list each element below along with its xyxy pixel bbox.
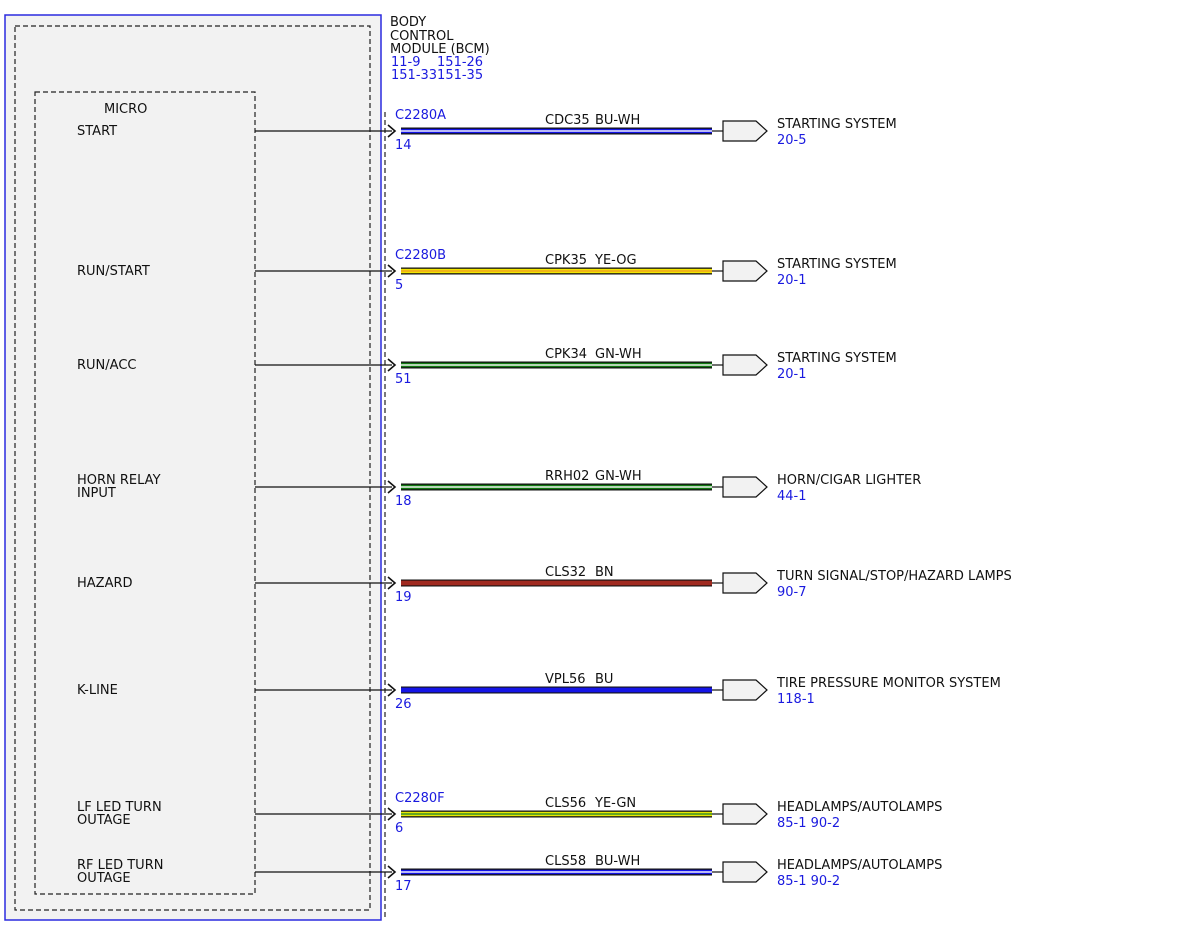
destination-flag-icon <box>722 861 768 883</box>
wire-circuit-id: CLS58 <box>545 854 586 869</box>
pin-number: 18 <box>395 494 412 509</box>
wire-stripe-color <box>401 871 712 873</box>
destination-flag-icon <box>722 120 768 142</box>
wire-solid-color <box>401 580 712 586</box>
bcm-module-box <box>4 14 382 921</box>
wire-solid-color <box>401 687 712 693</box>
destination-flag-icon <box>722 679 768 701</box>
destination-flag-icon <box>722 354 768 376</box>
destination-ref: 85-1 90-2 <box>777 816 840 831</box>
signal-label: LF LED TURN <box>77 800 162 815</box>
wire-color-code: BU-WH <box>595 113 640 128</box>
destination-title: TURN SIGNAL/STOP/HAZARD LAMPS <box>776 569 1012 584</box>
destination-title: HORN/CIGAR LIGHTER <box>777 473 921 488</box>
pin-number: 26 <box>395 697 412 712</box>
signal-label: HORN RELAY <box>77 473 161 488</box>
pin-number: 19 <box>395 590 412 605</box>
destination-title: HEADLAMPS/AUTOLAMPS <box>777 800 942 815</box>
signal-label: K-LINE <box>77 683 118 698</box>
bcm-inner-dashed-box <box>14 25 371 911</box>
destination-flag-icon <box>722 260 768 282</box>
signal-label: OUTAGE <box>77 813 131 828</box>
module-title-line-1: BODY <box>390 15 426 30</box>
destination-title: HEADLAMPS/AUTOLAMPS <box>777 858 942 873</box>
destination-title: STARTING SYSTEM <box>777 257 897 272</box>
pin-arrow-icon <box>387 865 397 879</box>
pin-arrow-icon <box>387 480 397 494</box>
wire-circuit-id: CPK35 <box>545 253 587 268</box>
destination-flag-icon <box>722 476 768 498</box>
module-title-line-3: MODULE (BCM) <box>390 42 490 57</box>
pin-arrow-icon <box>387 576 397 590</box>
wire-color-code: YE-GN <box>594 796 636 811</box>
destination-title: STARTING SYSTEM <box>777 117 897 132</box>
destination-title: STARTING SYSTEM <box>777 351 897 366</box>
pin-arrow-icon <box>387 124 397 138</box>
destination-title: TIRE PRESSURE MONITOR SYSTEM <box>776 676 1001 691</box>
module-ref-line-2: 151-33151-35 <box>391 68 483 83</box>
pin-arrow-icon <box>387 264 397 278</box>
pin-arrow-icon <box>387 683 397 697</box>
wire-color-code: GN-WH <box>595 469 642 484</box>
destination-ref: 44-1 <box>777 489 807 504</box>
wire-color-code: BU <box>595 672 613 687</box>
signal-label: HAZARD <box>77 576 133 591</box>
pin-number: 51 <box>395 372 412 387</box>
destination-ref: 118-1 <box>777 692 815 707</box>
wire-color-code: BU-WH <box>595 854 640 869</box>
destination-flag-icon <box>722 803 768 825</box>
pin-number: 17 <box>395 879 412 894</box>
wire-circuit-id: CLS32 <box>545 565 586 580</box>
destination-flag-icon <box>722 572 768 594</box>
destination-ref: 20-5 <box>777 133 807 148</box>
wire-circuit-id: RRH02 <box>545 469 589 484</box>
destination-ref: 20-1 <box>777 367 807 382</box>
wire-stripe-color <box>401 270 712 272</box>
pin-number: 5 <box>395 278 403 293</box>
wire-circuit-id: CLS56 <box>545 796 586 811</box>
signal-label: RF LED TURN <box>77 858 163 873</box>
destination-ref: 20-1 <box>777 273 807 288</box>
wire-circuit-id: CDC35 <box>545 113 590 128</box>
wire-circuit-id: VPL56 <box>545 672 586 687</box>
destination-ref: 90-7 <box>777 585 807 600</box>
pin-arrow-icon <box>387 807 397 821</box>
pin-number: 6 <box>395 821 403 836</box>
connector-id: C2280F <box>395 791 445 806</box>
wire-stripe-color <box>401 813 712 815</box>
wire-stripe-color <box>401 130 712 132</box>
signal-label: RUN/ACC <box>77 358 136 373</box>
signal-label: START <box>77 124 117 139</box>
module-title-line-2: CONTROL <box>390 29 454 44</box>
connector-id: C2280A <box>395 108 446 123</box>
wire-circuit-id: CPK34 <box>545 347 587 362</box>
wire-color-code: YE-OG <box>594 253 637 268</box>
wire-color-code: GN-WH <box>595 347 642 362</box>
destination-ref: 85-1 90-2 <box>777 874 840 889</box>
signal-label: OUTAGE <box>77 871 131 886</box>
connector-id: C2280B <box>395 248 446 263</box>
signal-label: INPUT <box>77 486 116 501</box>
micro-label: MICRO <box>104 102 147 117</box>
micro-dashed-box <box>34 91 256 895</box>
pin-number: 14 <box>395 138 412 153</box>
wire-stripe-color <box>401 486 712 488</box>
signal-label: RUN/START <box>77 264 150 279</box>
wire-color-code: BN <box>595 565 614 580</box>
module-ref-line-1: 11-9 151-26 <box>391 55 483 70</box>
pin-arrow-icon <box>387 358 397 372</box>
wire-stripe-color <box>401 364 712 366</box>
